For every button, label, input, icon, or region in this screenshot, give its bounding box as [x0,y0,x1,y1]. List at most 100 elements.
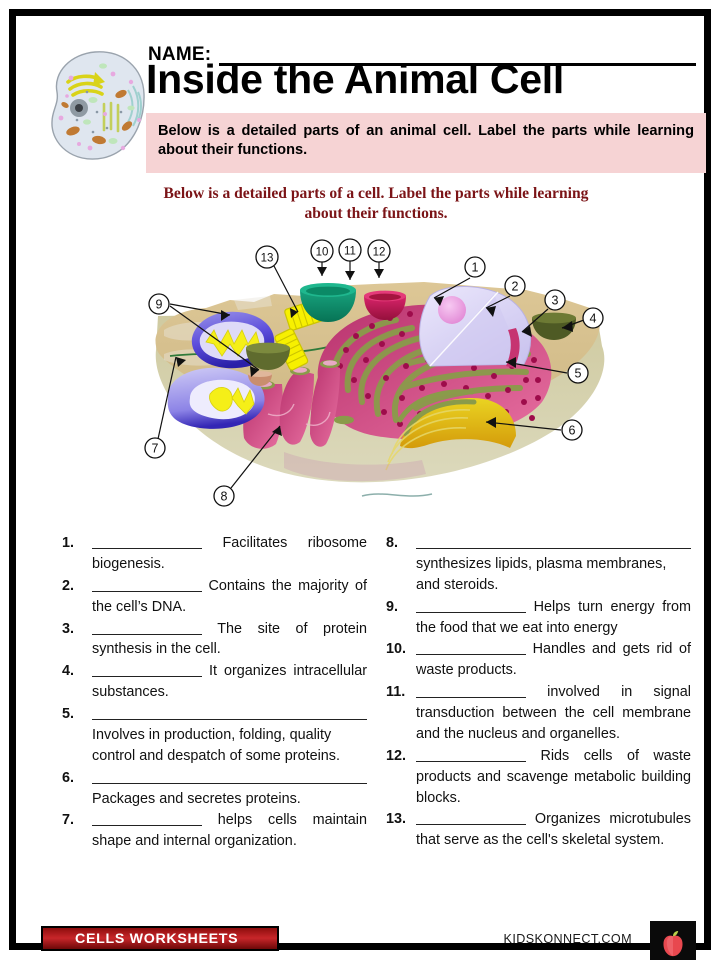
question-item: 11. involved in signal transduction betw… [386,682,691,745]
callout-circle [561,419,583,441]
callout-number: 3 [552,293,559,307]
question-item: 2. Contains the majority of the cell’s D… [62,576,367,618]
callout-2: 2 [504,275,526,297]
answer-blank[interactable] [92,579,202,592]
callout-circle [144,437,166,459]
question-body: involved in signal transduction between … [416,682,691,745]
question-item: 10. Handles and gets rid of waste produc… [386,639,691,681]
callout-number: 1 [472,260,479,274]
questions-left-column: 1. Facilitates ribosome biogenesis. 2. Co… [62,533,367,853]
question-number: 10. [386,641,407,658]
question-body: Helps turn energy from the food that we … [416,597,691,639]
question-number: 1. [62,535,75,551]
question-number: 9. [386,598,399,615]
callout-circle [148,293,170,315]
instruction-banner-text: Below is a detailed parts of an animal c… [158,123,694,159]
callout-11: 11 [338,238,362,262]
question-item: 3. The site of protein synthesis in the … [62,619,367,661]
answer-blank[interactable] [416,536,691,549]
page-content: NAME: Inside the Animal Cell Below is a … [16,16,706,960]
page-title: Inside the Animal Cell [146,56,564,102]
answer-blank[interactable] [416,642,526,656]
worksheet-category-tag: CELLS WORKSHEETS [41,926,279,951]
question-number: 13. [386,811,407,828]
question-item: 12. Rids cells of waste products and sca… [386,746,691,809]
answer-blank[interactable] [416,749,526,762]
animal-cell-logo-icon [43,48,151,166]
question-text: Packages and secretes proteins. [92,790,301,807]
callout-circle [255,245,279,269]
callout-number: 10 [316,246,329,258]
question-text: involved in signal transduction between … [416,684,691,742]
question-item: 8.synthesizes lipids, plasma membranes, … [386,533,691,596]
answer-blank[interactable] [416,600,526,613]
question-body: Facilitates ribosome biogenesis. [92,533,367,575]
question-number: 6. [62,769,75,786]
question-number: 11. [386,684,406,701]
answer-blank[interactable] [416,685,526,699]
question-text: The site of protein synthesis in the cel… [92,620,367,658]
question-item: 9. Helps turn energy from the food that … [386,597,691,639]
question-text: Rids cells of waste products and scaveng… [416,747,691,806]
answer-blank[interactable] [92,622,202,635]
answer-blank[interactable] [92,664,202,678]
callout-number: 2 [512,279,519,293]
callout-layer [157,259,585,489]
question-number: 3. [62,620,75,637]
question-number: 7. [62,812,75,829]
callout-10: 10 [310,239,334,263]
name-input-line[interactable] [219,46,696,66]
questions-right-column: 8.synthesizes lipids, plasma membranes, … [386,533,691,852]
question-text: synthesizes lipids, plasma membranes, an… [416,555,667,593]
callout-4: 4 [582,307,604,329]
answer-blank[interactable] [92,813,202,827]
callout-13: 13 [255,245,279,269]
callout-7: 7 [144,437,166,459]
callout-circle [310,239,334,263]
callout-circle [213,485,235,507]
question-body: Involves in production, folding, quality… [92,704,367,767]
callout-circle [544,289,566,311]
question-item: 6. Packages and secretes proteins. [62,768,367,810]
question-text: Facilitates ribosome biogenesis. [92,535,367,572]
question-text: Contains the majority of the cell’s DNA. [92,577,367,615]
question-body: synthesizes lipids, plasma membranes, an… [416,533,691,596]
name-label: NAME: [148,44,212,65]
question-body: Packages and secretes proteins. [92,768,367,810]
question-number: 12. [386,747,407,764]
callout-9: 9 [148,293,170,315]
question-body: Contains the majority of the cell’s DNA. [92,576,367,618]
question-body: helps cells maintain shape and internal … [92,810,367,852]
question-item: 5.Involves in production, folding, quali… [62,704,367,767]
question-item: 4. It organizes intracellular substances… [62,661,367,703]
subtitle-line-2: about their functions. [304,204,448,222]
callout-number: 9 [156,297,163,311]
instruction-banner: Below is a detailed parts of an animal c… [146,113,706,173]
question-text: It organizes intracellular substances. [92,663,367,701]
question-body: Rids cells of waste products and scaveng… [416,746,691,809]
answer-blank[interactable] [92,707,367,720]
apple-icon [650,921,696,960]
answer-blank[interactable] [92,771,367,784]
site-url: KIDSKONNECT.COM [503,932,632,946]
subtitle-line-1: Below is a detailed parts of a cell. Lab… [163,185,589,202]
callout-number: 11 [344,245,356,257]
answer-blank[interactable] [92,536,202,549]
callout-number: 12 [373,246,386,258]
callout-number: 8 [221,489,228,503]
callout-number: 5 [575,366,582,380]
callout-circle [504,275,526,297]
page-border: NAME: Inside the Animal Cell Below is a … [9,9,711,960]
callout-1: 1 [464,256,486,278]
question-body: Handles and gets rid of waste products. [416,639,691,681]
callout-number: 13 [261,252,274,264]
callout-number: 7 [152,441,159,455]
question-body: The site of protein synthesis in the cel… [92,619,367,661]
callout-8: 8 [213,485,235,507]
callout-12: 12 [367,239,391,263]
callout-circle [567,362,589,384]
question-body: Organizes microtubules that serve as the… [416,809,691,851]
answer-blank[interactable] [416,812,526,826]
